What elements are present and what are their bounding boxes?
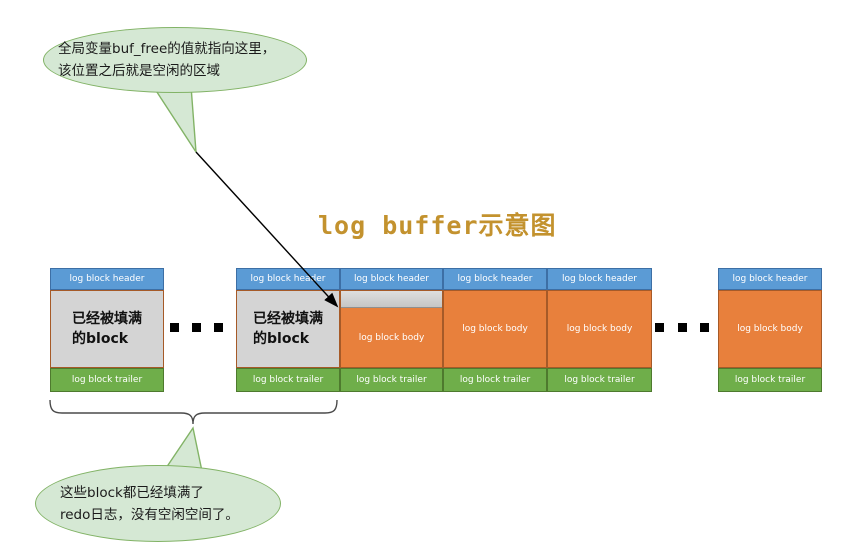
log-block-trailer: log block trailer <box>236 368 340 392</box>
callout-filled-blocks-line2: redo日志，没有空闲空间了。 <box>60 506 239 523</box>
log-block-trailer: log block trailer <box>718 368 822 392</box>
log-block-1-filled: log block header 已经被填满 的block log block … <box>50 268 164 392</box>
filled-block-line1: 已经被填满 <box>72 311 142 327</box>
log-block-header: log block header <box>547 268 652 290</box>
log-block-body: log block body <box>547 290 652 368</box>
callout-filled-blocks: 这些block都已经填满了 redo日志，没有空闲空间了。 <box>35 465 281 542</box>
log-block-header: log block header <box>340 268 443 290</box>
filled-block-line1: 已经被填满 <box>253 311 323 327</box>
ellipsis-left <box>170 323 223 332</box>
filled-block-body: 已经被填满 的block <box>50 290 164 368</box>
log-block-4: log block header log block body log bloc… <box>443 268 547 392</box>
callout-buf-free-text: 全局变量buf_free的值就指向这里， 该位置之后就是空闲的区域 <box>44 38 275 82</box>
log-block-trailer: log block trailer <box>443 368 547 392</box>
top-bubble-tail <box>152 85 197 153</box>
log-block-5: log block header log block body log bloc… <box>547 268 652 392</box>
log-block-3-partial: log block header log block body log bloc… <box>340 268 443 392</box>
used-portion-strip <box>341 291 442 308</box>
log-block-body: log block body <box>443 290 547 368</box>
callout-buf-free: 全局变量buf_free的值就指向这里， 该位置之后就是空闲的区域 <box>43 27 307 93</box>
filled-block-text: 已经被填满 的block <box>72 309 142 349</box>
callout-buf-free-line2: 该位置之后就是空闲的区域 <box>58 63 220 79</box>
partial-block-body: log block body <box>340 290 443 368</box>
log-block-header: log block header <box>718 268 822 290</box>
filled-blocks-brace <box>49 399 338 425</box>
log-block-trailer: log block trailer <box>50 368 164 392</box>
filled-block-line2: 的block <box>72 331 129 347</box>
ellipsis-right <box>655 323 709 332</box>
log-block-6: log block header log block body log bloc… <box>718 268 822 392</box>
callout-buf-free-line1: 全局变量buf_free的值就指向这里， <box>58 41 276 57</box>
log-block-trailer: log block trailer <box>340 368 443 392</box>
filled-block-text: 已经被填满 的block <box>253 309 323 349</box>
callout-filled-blocks-text: 这些block都已经填满了 redo日志，没有空闲空间了。 <box>36 482 239 526</box>
log-block-body-label: log block body <box>358 332 425 343</box>
filled-block-line2: 的block <box>253 331 310 347</box>
log-block-header: log block header <box>443 268 547 290</box>
log-block-header: log block header <box>50 268 164 290</box>
diagram-title: log buffer示意图 <box>318 211 557 240</box>
log-block-header: log block header <box>236 268 340 290</box>
callout-filled-blocks-line1: 这些block都已经填满了 <box>60 484 204 501</box>
log-block-trailer: log block trailer <box>547 368 652 392</box>
log-block-2-filled: log block header 已经被填满 的block log block … <box>236 268 340 392</box>
filled-block-body: 已经被填满 的block <box>236 290 340 368</box>
log-block-body: log block body <box>718 290 822 368</box>
